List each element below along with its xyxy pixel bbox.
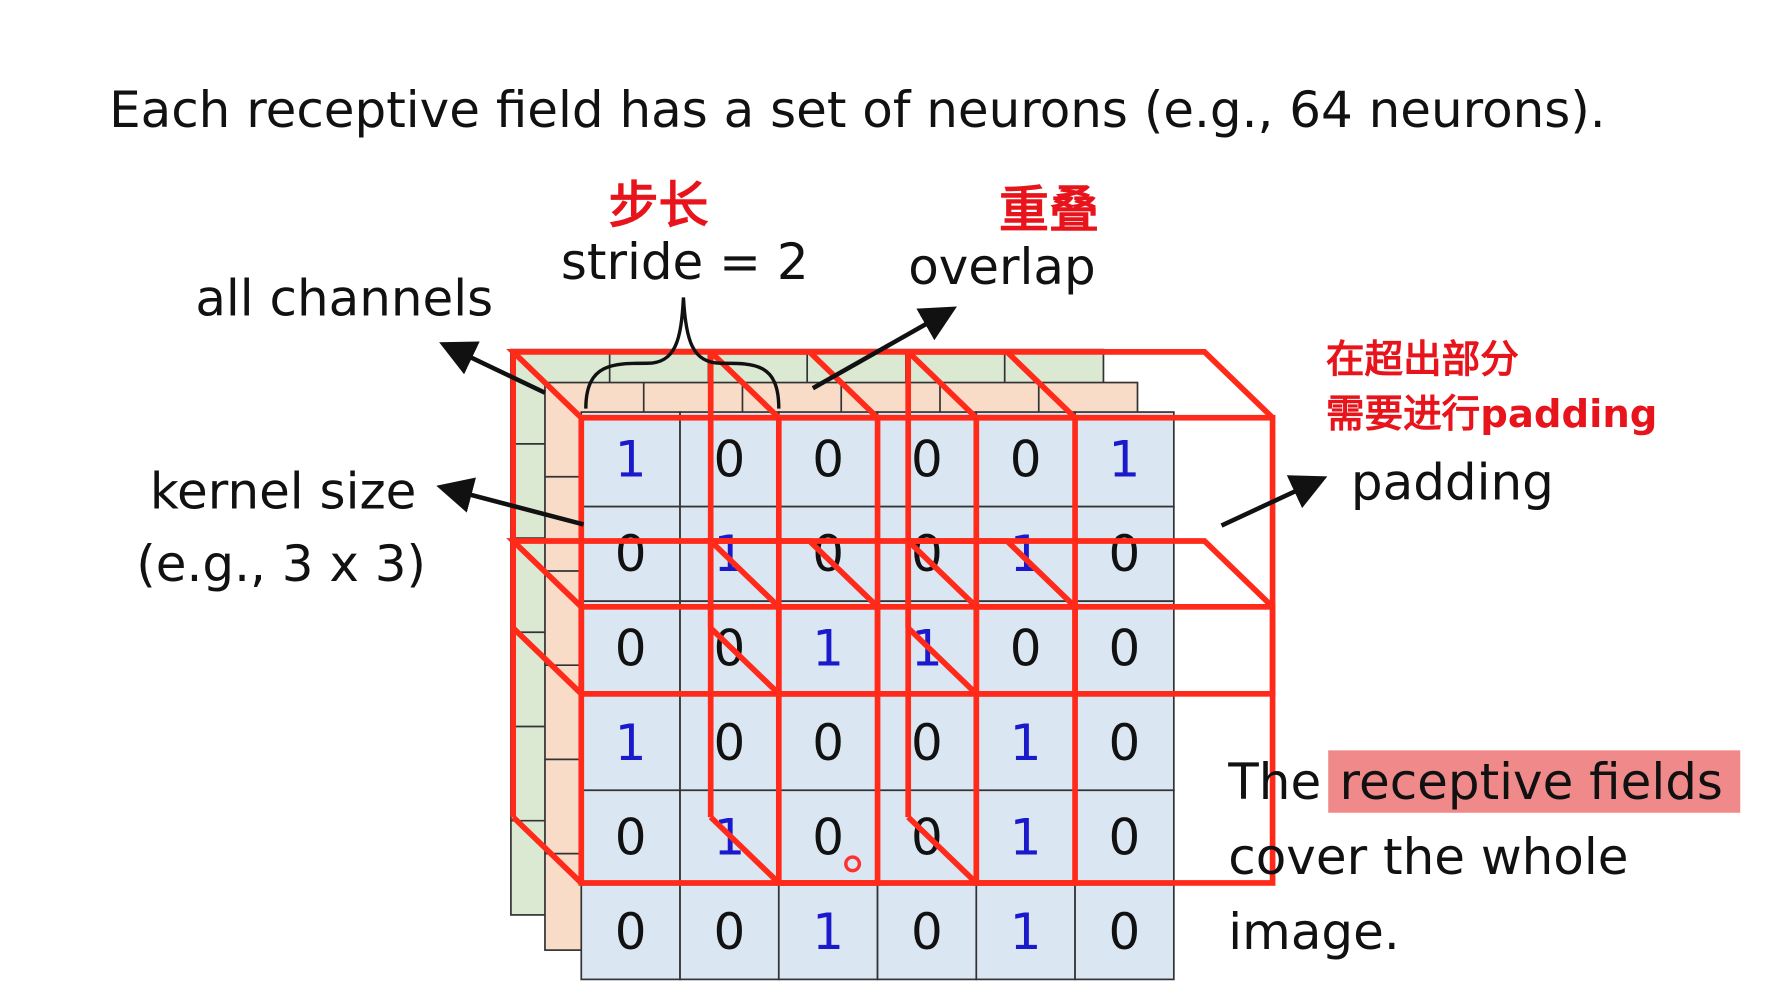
grid-cell xyxy=(1074,789,1175,886)
receptive-field-depth xyxy=(906,625,979,696)
receptive-field-depth xyxy=(506,538,880,609)
receptive-field-depth xyxy=(906,815,979,885)
stride-chinese-label: 步长 xyxy=(609,176,709,234)
all-channels-label: all channels xyxy=(195,270,493,328)
receptive-field-depth xyxy=(506,349,880,420)
grid-cell-value: 0 xyxy=(911,430,943,488)
grid-cell xyxy=(975,694,1076,792)
slide-title: Each receptive field has a set of neuron… xyxy=(109,81,1606,139)
grid-cell-value: 0 xyxy=(1109,619,1141,677)
grid-cell-value: 0 xyxy=(1109,809,1141,867)
grid-cell xyxy=(876,411,978,508)
receptive-field-depth xyxy=(511,625,584,696)
grid-cell xyxy=(580,883,681,981)
grid-cell-value: 0 xyxy=(615,619,647,677)
padding-arrow xyxy=(1220,475,1328,528)
grid-cell-value: 1 xyxy=(812,619,844,677)
grid-cell-value: 1 xyxy=(1010,714,1042,772)
grid-cell xyxy=(1074,883,1175,981)
cover-line2: cover the whole xyxy=(1228,828,1628,886)
grid-cell-value: 0 xyxy=(911,525,943,583)
highlight-box xyxy=(1328,750,1741,813)
grid-cell-value: 1 xyxy=(714,525,746,583)
grid-cell xyxy=(777,600,879,697)
kernel-size-label: kernel size xyxy=(150,463,416,521)
padding-note-line1: 在超出部分 xyxy=(1326,337,1519,382)
grid-cell-value: 1 xyxy=(1010,903,1042,961)
grid-cell-value: 0 xyxy=(615,903,647,961)
cover-line1-prefix: The xyxy=(1227,753,1321,811)
grid-cell-value: 0 xyxy=(911,903,943,961)
receptive-field-depth xyxy=(708,625,781,696)
grid-cell-value: 0 xyxy=(1109,714,1141,772)
grid-cell-value: 0 xyxy=(714,903,746,961)
receptive-field-front xyxy=(578,414,881,697)
grid-cell-value: 0 xyxy=(615,809,647,867)
receptive-field-front xyxy=(973,604,1276,886)
grid-cell xyxy=(1074,411,1175,508)
receptive-field-depth xyxy=(708,815,781,885)
receptive-field-front xyxy=(973,414,1276,697)
receptive-field-boxes xyxy=(506,349,1276,886)
grid-cell xyxy=(975,789,1076,886)
grid-cell-value: 0 xyxy=(714,430,746,488)
all-channels-arrow xyxy=(439,341,546,395)
receptive-field-front xyxy=(578,604,881,886)
grid-cell xyxy=(580,411,681,508)
grid-cell-value: 0 xyxy=(812,714,844,772)
stride-label: stride = 2 xyxy=(561,233,809,291)
cover-line3: image. xyxy=(1228,903,1399,961)
receptive-field-depth xyxy=(511,815,584,885)
grid-cell xyxy=(777,694,879,792)
grid-cell xyxy=(580,789,681,886)
grid-cell xyxy=(975,505,1076,603)
grid-cell-value: 1 xyxy=(812,903,844,961)
grid-cell-value: 1 xyxy=(1010,809,1042,867)
grid-cell-value: 0 xyxy=(812,809,844,867)
grid-cell-value: 0 xyxy=(615,525,647,583)
receptive-field-depth xyxy=(901,349,1275,420)
padding-note-line2: 需要进行padding xyxy=(1326,392,1658,437)
kernel-size-example: (e.g., 3 x 3) xyxy=(136,535,426,593)
receptive-field-front xyxy=(775,604,1078,886)
padding-label: padding xyxy=(1351,453,1554,511)
stride-brace xyxy=(584,297,781,409)
grid-cell-value: 0 xyxy=(812,430,844,488)
grid-cell-value: 0 xyxy=(911,714,943,772)
grid-cell xyxy=(580,600,681,697)
grid-cell xyxy=(1074,694,1175,792)
grid-cell xyxy=(975,411,1076,508)
overlap-label: overlap xyxy=(908,238,1096,296)
kernel-size-arrow xyxy=(436,477,585,527)
grid-cell-value: 0 xyxy=(1109,525,1141,583)
grid-cell-value: 0 xyxy=(812,525,844,583)
cursor-marker xyxy=(844,855,862,873)
grid-cell-value: 1 xyxy=(615,714,647,772)
grid-cell xyxy=(679,411,780,508)
grid-cell-value: 1 xyxy=(615,430,647,488)
grid-cell-value: 1 xyxy=(1010,525,1042,583)
grid-cell-value: 0 xyxy=(714,714,746,772)
grid-cell xyxy=(679,694,780,792)
grid-cell xyxy=(777,505,879,603)
grid-cell-value: 0 xyxy=(1010,430,1042,488)
receptive-field-depth xyxy=(901,538,1275,609)
grid-cell-value: 1 xyxy=(1109,430,1141,488)
receptive-field-front xyxy=(775,414,1078,697)
receptive-field-depth xyxy=(703,349,1078,420)
receptive-field-depth xyxy=(703,538,1078,609)
grid-cell-value: 0 xyxy=(1109,903,1141,961)
grid-cell xyxy=(876,883,978,981)
cover-line1-highlight: receptive fields xyxy=(1340,753,1723,811)
grid-cell-value: 0 xyxy=(1010,619,1042,677)
overlap-arrow xyxy=(811,306,957,391)
overlap-chinese-label: 重叠 xyxy=(999,181,1099,239)
